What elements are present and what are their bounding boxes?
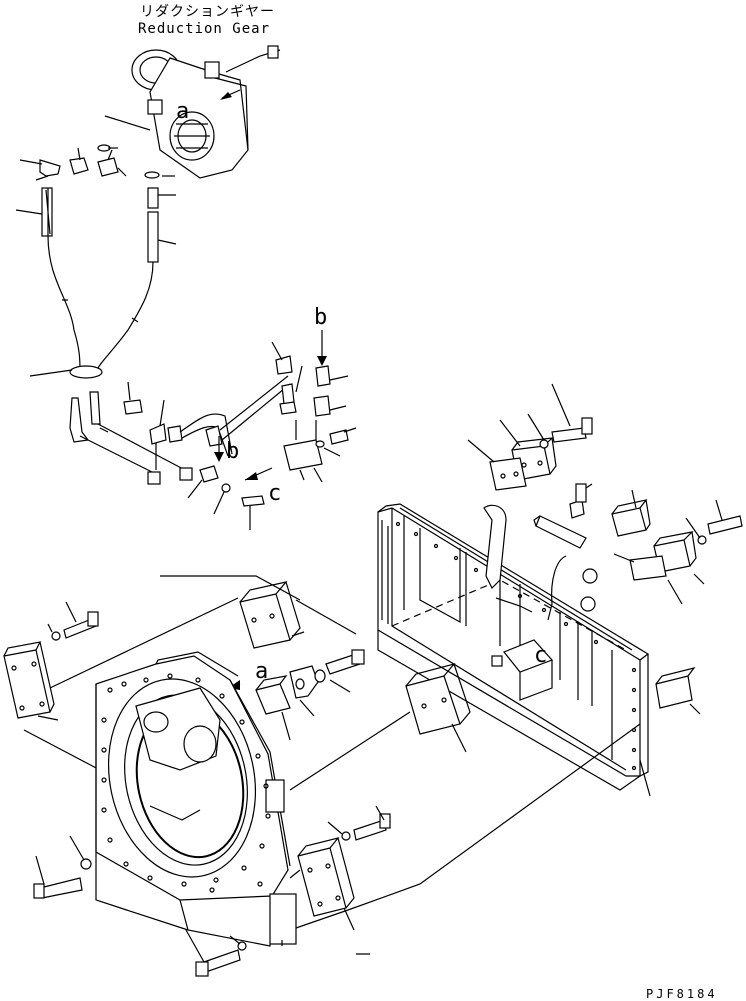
upper-mount-blocks [467, 383, 743, 605]
mounting-blocks: a [227, 581, 471, 753]
lower-mount-blocks [33, 805, 391, 977]
title-japanese: リダクションギヤー [140, 4, 275, 20]
title-english: Reduction Gear [138, 21, 270, 37]
callout-b-top: b [314, 305, 327, 330]
callout-c-frame: c [534, 643, 547, 668]
callout-b-lower: b [226, 439, 239, 464]
pipe-valve-cluster: c b b [123, 305, 357, 530]
flywheel-housing [95, 651, 641, 947]
callout-a-housing: a [255, 659, 268, 684]
callout-c-pipe: c [268, 481, 281, 506]
reduction-gear: a [131, 45, 281, 179]
callout-a-gear: a [176, 99, 189, 124]
drawing-code: PJF8184 [646, 987, 718, 1001]
hose-fittings [15, 115, 193, 485]
left-mount-blocks [3, 575, 301, 771]
support-frame: c [377, 503, 701, 797]
